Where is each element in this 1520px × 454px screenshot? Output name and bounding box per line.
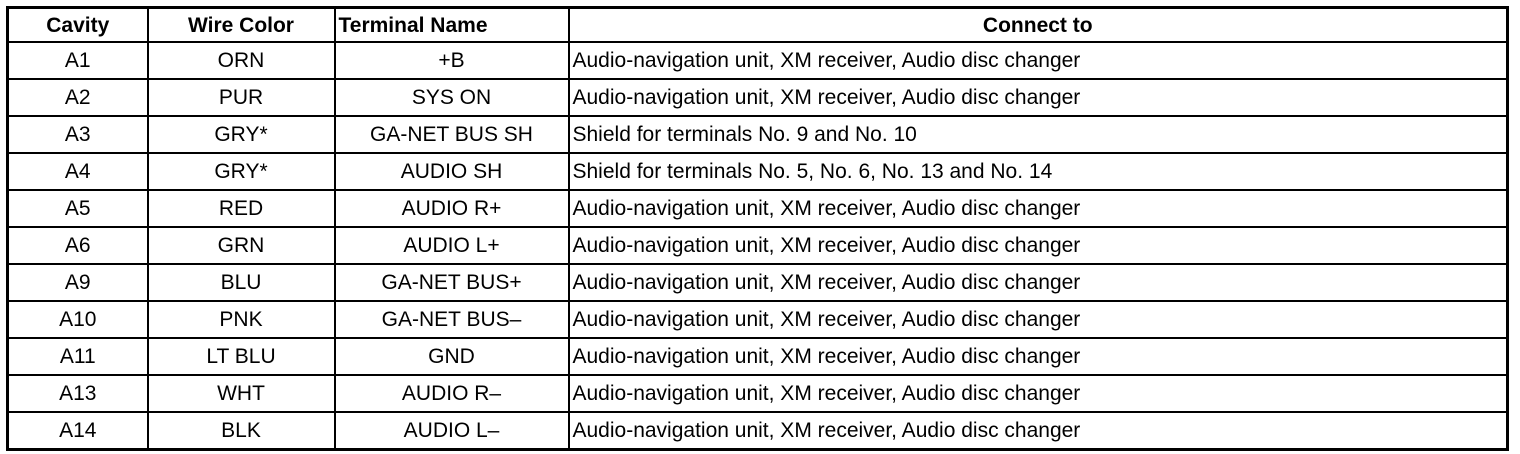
cell-cavity: A13 — [6, 374, 149, 413]
cell-connect-to: Audio-navigation unit, XM receiver, Audi… — [567, 337, 1509, 376]
cell-connect-to: Audio-navigation unit, XM receiver, Audi… — [567, 300, 1509, 339]
cell-connect-to: Audio-navigation unit, XM receiver, Audi… — [567, 189, 1509, 228]
cell-wire-color: LT BLU — [146, 337, 336, 376]
cell-connect-to: Audio-navigation unit, XM receiver, Audi… — [567, 226, 1509, 265]
cell-cavity: A9 — [6, 263, 149, 302]
cell-terminal-name: GA-NET BUS– — [333, 300, 570, 339]
cell-terminal-name: AUDIO R– — [333, 374, 570, 413]
table-row: A1 ORN +B Audio-navigation unit, XM rece… — [6, 41, 1509, 80]
cell-wire-color: GRY* — [146, 115, 336, 154]
table-row: A9 BLU GA-NET BUS+ Audio-navigation unit… — [6, 263, 1509, 302]
cell-wire-color: GRY* — [146, 152, 336, 191]
cell-connect-to: Audio-navigation unit, XM receiver, Audi… — [567, 411, 1509, 451]
cell-terminal-name: AUDIO SH — [333, 152, 570, 191]
table-row: A14 BLK AUDIO L– Audio-navigation unit, … — [6, 411, 1509, 451]
table-body: A1 ORN +B Audio-navigation unit, XM rece… — [6, 41, 1509, 451]
cell-terminal-name: +B — [333, 41, 570, 80]
cell-wire-color: PUR — [146, 78, 336, 117]
table-row: A3 GRY* GA-NET BUS SH Shield for termina… — [6, 115, 1509, 154]
cell-cavity: A10 — [6, 300, 149, 339]
cell-wire-color: BLK — [146, 411, 336, 451]
table-row: A11 LT BLU GND Audio-navigation unit, XM… — [6, 337, 1509, 376]
cell-cavity: A2 — [6, 78, 149, 117]
cell-wire-color: PNK — [146, 300, 336, 339]
cell-wire-color: WHT — [146, 374, 336, 413]
cell-cavity: A6 — [6, 226, 149, 265]
connector-table-container: Cavity Wire Color Terminal Name Connect … — [6, 6, 1509, 451]
cell-terminal-name: SYS ON — [333, 78, 570, 117]
cell-cavity: A1 — [6, 41, 149, 80]
cell-wire-color: ORN — [146, 41, 336, 80]
cell-terminal-name: AUDIO L– — [333, 411, 570, 451]
connector-pinout-table: Cavity Wire Color Terminal Name Connect … — [6, 6, 1509, 451]
cell-connect-to: Shield for terminals No. 9 and No. 10 — [567, 115, 1509, 154]
table-header-row: Cavity Wire Color Terminal Name Connect … — [6, 6, 1509, 43]
cell-wire-color: RED — [146, 189, 336, 228]
cell-terminal-name: GA-NET BUS SH — [333, 115, 570, 154]
header-cavity: Cavity — [6, 6, 149, 43]
table-row: A2 PUR SYS ON Audio-navigation unit, XM … — [6, 78, 1509, 117]
cell-cavity: A3 — [6, 115, 149, 154]
cell-cavity: A5 — [6, 189, 149, 228]
cell-wire-color: BLU — [146, 263, 336, 302]
cell-cavity: A4 — [6, 152, 149, 191]
cell-connect-to: Audio-navigation unit, XM receiver, Audi… — [567, 374, 1509, 413]
table-row: A5 RED AUDIO R+ Audio-navigation unit, X… — [6, 189, 1509, 228]
table-row: A4 GRY* AUDIO SH Shield for terminals No… — [6, 152, 1509, 191]
cell-cavity: A11 — [6, 337, 149, 376]
cell-connect-to: Shield for terminals No. 5, No. 6, No. 1… — [567, 152, 1509, 191]
cell-connect-to: Audio-navigation unit, XM receiver, Audi… — [567, 263, 1509, 302]
header-terminal-name: Terminal Name — [333, 6, 570, 43]
cell-terminal-name: AUDIO L+ — [333, 226, 570, 265]
cell-terminal-name: GA-NET BUS+ — [333, 263, 570, 302]
table-row: A10 PNK GA-NET BUS– Audio-navigation uni… — [6, 300, 1509, 339]
cell-connect-to: Audio-navigation unit, XM receiver, Audi… — [567, 41, 1509, 80]
header-wire-color: Wire Color — [146, 6, 336, 43]
table-row: A6 GRN AUDIO L+ Audio-navigation unit, X… — [6, 226, 1509, 265]
cell-connect-to: Audio-navigation unit, XM receiver, Audi… — [567, 78, 1509, 117]
cell-terminal-name: AUDIO R+ — [333, 189, 570, 228]
cell-terminal-name: GND — [333, 337, 570, 376]
cell-wire-color: GRN — [146, 226, 336, 265]
header-connect-to: Connect to — [567, 6, 1509, 43]
cell-cavity: A14 — [6, 411, 149, 451]
table-row: A13 WHT AUDIO R– Audio-navigation unit, … — [6, 374, 1509, 413]
